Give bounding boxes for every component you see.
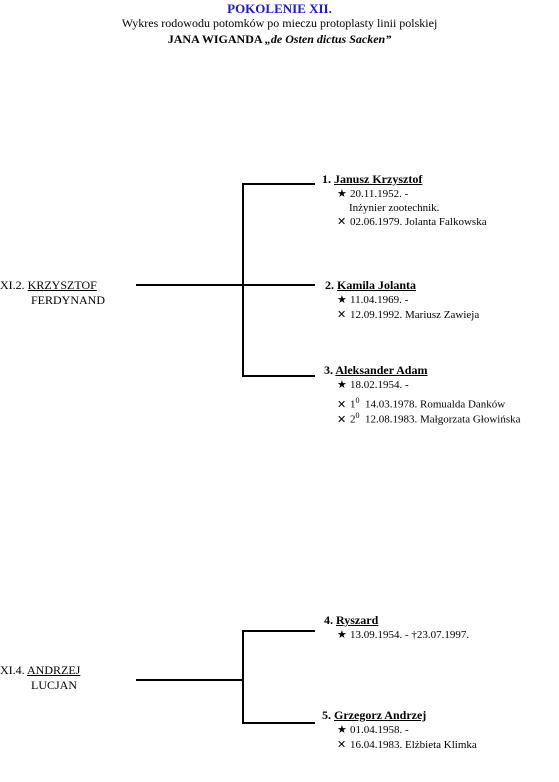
- tree2-vertical-line: [242, 630, 244, 724]
- married-icon: ✕: [337, 739, 347, 751]
- born-icon: ★: [337, 379, 347, 391]
- child-1-name: 1. Janusz Krzysztof: [322, 172, 422, 187]
- tree2-branch-4: [242, 630, 315, 632]
- marriage-info: 02.06.1979. Jolanta Falkowska: [350, 216, 487, 228]
- child-4-name: 4. Ryszard: [324, 613, 378, 628]
- parent-number: XI.2.: [0, 278, 25, 292]
- parent-first-name: ANDRZEJ: [27, 663, 81, 677]
- married-icon: ✕: [337, 398, 347, 411]
- death-date: 23.07.1997.: [416, 629, 470, 641]
- born-icon: ★: [337, 294, 347, 306]
- marriage-ordinal-sup: 0: [355, 411, 360, 420]
- marriage-info: 16.04.1983. Elżbieta Klimka: [350, 739, 477, 751]
- child-number: 4.: [324, 613, 333, 627]
- child-name: Janusz Krzysztof: [334, 172, 423, 186]
- child-2-born: ★11.04.1969. -: [337, 293, 408, 308]
- child-5-married: ✕16.04.1983. Elżbieta Klimka: [337, 738, 477, 753]
- tree2-horizontal-parent-line: [136, 679, 244, 681]
- born-icon: ★: [337, 188, 347, 200]
- child-5-name: 5. Grzegorz Andrzej: [322, 708, 426, 723]
- child-3-marriage-1: ✕10 14.03.1978. Romualda Danków: [337, 393, 505, 413]
- birth-date: 01.04.1958. -: [350, 724, 409, 736]
- child-number: 2.: [325, 278, 334, 292]
- parent-xi2: XI.2. KRZYSZTOF: [0, 278, 97, 293]
- married-icon: ✕: [337, 309, 347, 321]
- progenitor-name-italic: „de Osten dictus Sacken”: [264, 32, 392, 46]
- child-1-born: ★20.11.1952. -: [337, 187, 408, 202]
- born-icon: ★: [337, 629, 347, 641]
- marriage-info: 12.08.1983. Małgorzata Głowińska: [365, 413, 521, 426]
- child-3-marriage-2: ✕20 12.08.1983. Małgorzata Głowińska: [337, 408, 521, 428]
- birth-date: 13.09.1954. -: [350, 629, 409, 641]
- birth-date: 20.11.1952. -: [350, 188, 409, 200]
- progenitor-name-prefix: JANA WIGANDA: [167, 32, 265, 46]
- died-icon: †: [411, 629, 417, 641]
- tree1-branch-3: [242, 375, 315, 377]
- born-icon: ★: [337, 724, 347, 736]
- child-1-married: ✕02.06.1979. Jolanta Falkowska: [337, 215, 487, 230]
- parent-xi2-second-name: FERDYNAND: [31, 293, 106, 307]
- child-1-note: Inżynier zootechnik.: [349, 202, 440, 214]
- marriage-ordinal-sup: 0: [355, 396, 360, 405]
- tree2-branch-5: [242, 722, 315, 724]
- birth-date: 18.02.1954. -: [350, 379, 409, 391]
- child-name: Grzegorz Andrzej: [334, 708, 427, 722]
- child-4-dates: ★13.09.1954. - †23.07.1997.: [337, 628, 469, 643]
- marriage-ordinal: 2: [350, 413, 356, 426]
- progenitor-name: JANA WIGANDA „de Osten dictus Sacken”: [0, 32, 559, 47]
- page-title: POKOLENIE XII.: [227, 1, 332, 16]
- child-name: Kamila Jolanta: [337, 278, 417, 292]
- child-number: 5.: [322, 708, 331, 722]
- tree1-branch-2: [242, 284, 315, 286]
- parent-number: XI.4.: [0, 663, 25, 677]
- child-3-name: 3. Aleksander Adam: [324, 363, 427, 378]
- marriage-ordinal: 1: [350, 398, 356, 411]
- child-number: 1.: [322, 172, 331, 186]
- child-name: Aleksander Adam: [335, 363, 428, 377]
- married-icon: ✕: [337, 216, 347, 228]
- child-5-born: ★01.04.1958. -: [337, 723, 409, 738]
- birth-date: 11.04.1969. -: [350, 294, 409, 306]
- child-number: 3.: [324, 363, 333, 377]
- child-3-born: ★18.02.1954. -: [337, 378, 409, 393]
- child-2-name: 2. Kamila Jolanta: [325, 278, 416, 293]
- page-subtitle: Wykres rodowodu potomków po mieczu proto…: [121, 16, 438, 30]
- parent-xi4: XI.4. ANDRZEJ: [0, 663, 80, 678]
- marriage-info: 12.09.1992. Mariusz Zawieja: [350, 309, 480, 321]
- parent-first-name: KRZYSZTOF: [27, 278, 97, 292]
- child-2-married: ✕12.09.1992. Mariusz Zawieja: [337, 308, 479, 323]
- tree1-vertical-line: [242, 183, 244, 377]
- married-icon: ✕: [337, 413, 347, 426]
- tree1-branch-1: [242, 183, 315, 185]
- child-name: Ryszard: [336, 613, 379, 627]
- tree1-horizontal-parent-line: [136, 284, 244, 286]
- marriage-info: 14.03.1978. Romualda Danków: [365, 398, 506, 411]
- parent-xi4-second-name: LUCJAN: [31, 678, 78, 692]
